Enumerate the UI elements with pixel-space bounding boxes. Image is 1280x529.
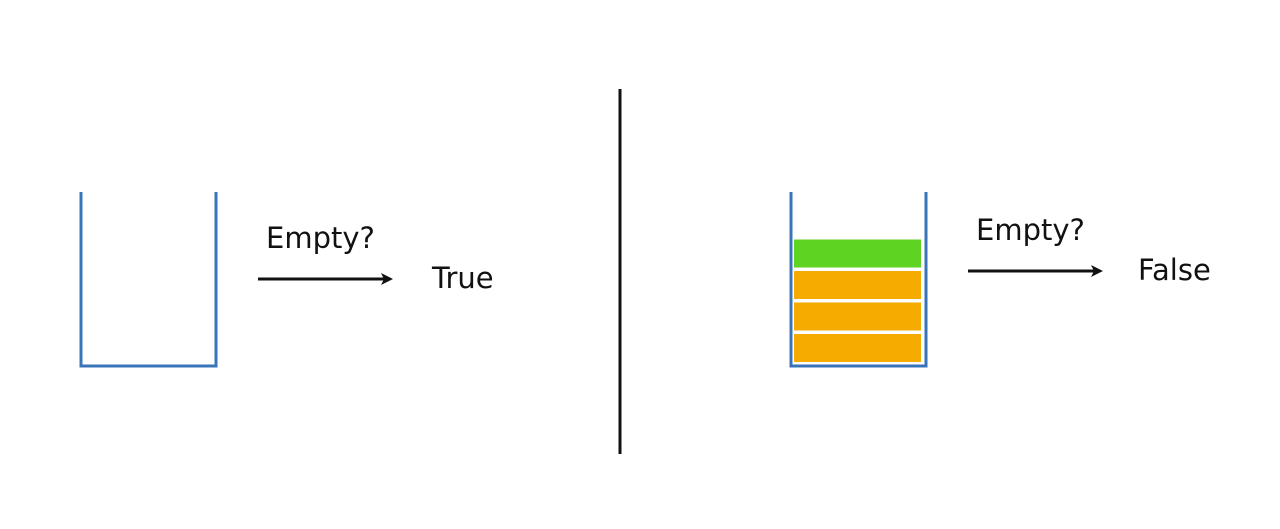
empty-stack-container bbox=[79, 192, 218, 368]
right-panel: Empty? False bbox=[789, 192, 1211, 368]
filled-stack-container bbox=[789, 192, 928, 368]
left-panel: Empty? True bbox=[79, 192, 494, 368]
stack-item bbox=[794, 302, 921, 331]
right-question-label: Empty? bbox=[976, 213, 1085, 247]
left-result-label: True bbox=[431, 261, 494, 295]
stack-item-top bbox=[794, 239, 921, 268]
right-result-label: False bbox=[1138, 253, 1211, 287]
stack-item bbox=[794, 334, 921, 362]
stack-item bbox=[794, 271, 921, 299]
stack-items bbox=[794, 239, 921, 362]
left-question-label: Empty? bbox=[266, 221, 375, 255]
